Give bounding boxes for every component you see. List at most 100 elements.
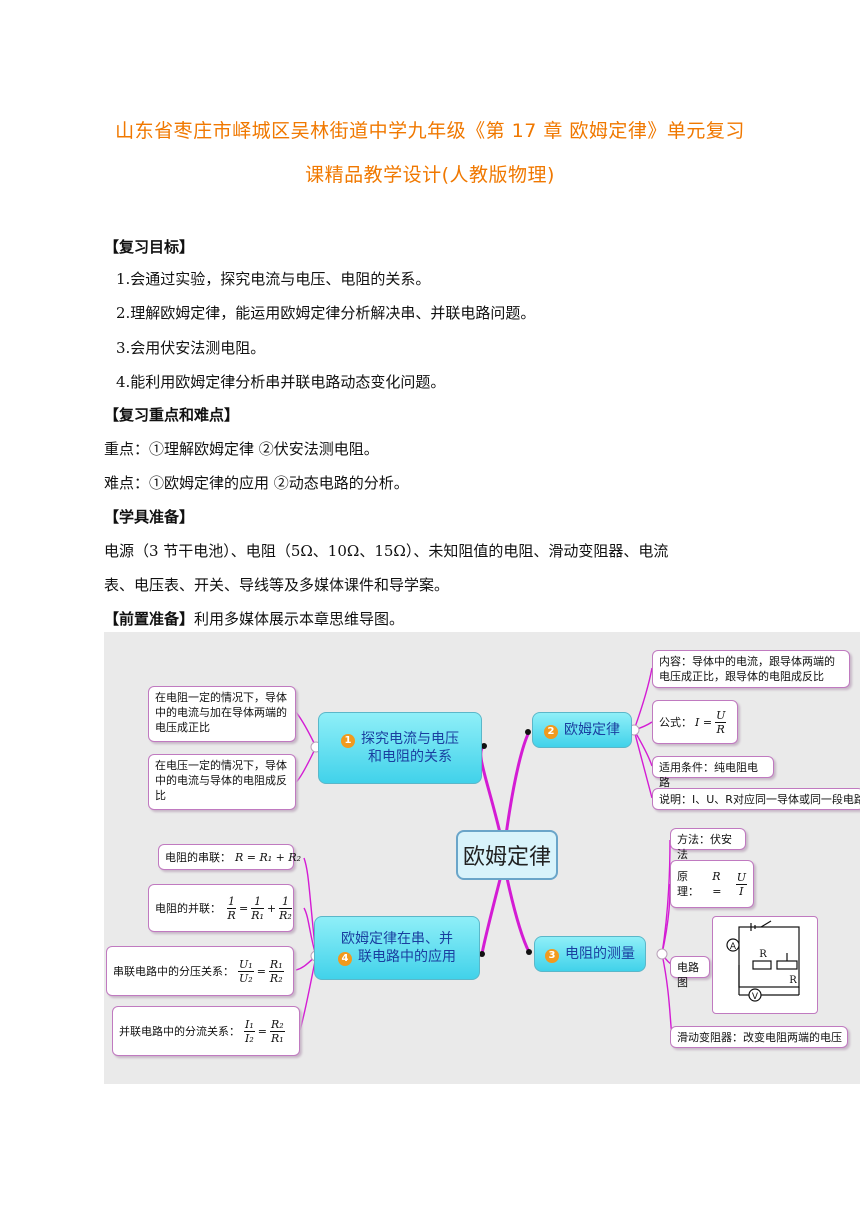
junction-dot (526, 949, 532, 955)
branch2-content: 内容：导体中的电流，跟导体两端的电压成正比，跟导体的电阻成反比 (652, 650, 850, 688)
materials-line: 表、电压表、开关、导线等及多媒体课件和导学案。 (104, 576, 450, 594)
document-title-line1: 山东省枣庄市峄城区吴林街道中学九年级《第 17 章 欧姆定律》单元复习 (115, 120, 745, 142)
junction-dot (525, 729, 531, 735)
fraction-numerator: 1 (251, 895, 264, 909)
equals-sign: = (239, 901, 249, 915)
branch2-label: 欧姆定律 (564, 722, 620, 738)
current-label: 并联电路中的分流关系： (119, 1024, 240, 1038)
circuit-drawing: A V R R (726, 920, 800, 1002)
branch4-node[interactable]: 欧姆定律在串、并 4 联电路中的应用 (314, 916, 480, 980)
preparation-text: 利用多媒体展示本章思维导图。 (194, 610, 405, 628)
fraction-numerator: R₂ (269, 1017, 285, 1032)
connector-branch2-content (633, 667, 653, 731)
objective-item: 2.理解欧姆定律，能运用欧姆定律分析解决串、并联电路问题。 (116, 304, 536, 322)
connector-center-branch3 (502, 862, 531, 954)
connector-branch3-principle (661, 883, 671, 955)
objective-item: 3.会用伏安法测电阻。 (116, 339, 266, 357)
circuit-rheostat-label: R (789, 975, 797, 986)
formula-label: 公式： (659, 715, 692, 729)
circuit-resistor-label: R (759, 949, 767, 960)
branch4-label-line2: 联电路中的应用 (358, 949, 456, 965)
objective-item: 4.能利用欧姆定律分析串并联电路动态变化问题。 (116, 373, 446, 391)
connector-branch1-leaf2 (295, 746, 317, 783)
branch2-node[interactable]: 2 欧姆定律 (532, 712, 632, 748)
branch3-method: 方法：伏安法 (670, 828, 746, 861)
fraction-denominator: R₂ (269, 971, 283, 985)
materials-line: 电源（3 节干电池）、电阻（5Ω、10Ω、15Ω）、未知阻值的电阻、滑动变阻器、… (104, 542, 669, 560)
fraction-denominator: R₁ (270, 1031, 284, 1045)
formula-lhs: I = (695, 715, 713, 729)
branch2-condition: 适用条件：纯电阻电路 (652, 756, 774, 789)
mind-map-center[interactable]: 欧姆定律 (456, 830, 558, 880)
connector-center-branch2 (502, 730, 531, 852)
fraction-denominator: R (227, 908, 236, 922)
fraction-denominator: R₁ (251, 908, 264, 922)
branch3-circuit-label: 电路图 (670, 956, 710, 989)
connector-branch3-method (661, 839, 671, 955)
connector-branch1-leaf1 (295, 711, 317, 748)
keypoint-difficult: 难点：①欧姆定律的应用 ②动态电路的分析。 (104, 474, 409, 492)
branch3-rheostat: 滑动变阻器：改变电阻两端的电压 (670, 1026, 848, 1048)
preparation-line: 【前置准备】利用多媒体展示本章思维导图。 (104, 608, 404, 629)
branch1-label-line2: 和电阻的关系 (368, 749, 452, 765)
fraction-numerator: U (735, 870, 747, 885)
fraction-denominator: I (739, 884, 744, 898)
parallel-label: 电阻的并联： (155, 901, 221, 915)
keypoints-heading: 【复习重点和难点】 (104, 406, 240, 424)
branch3-node[interactable]: 3 电阻的测量 (534, 936, 646, 972)
branch2-note: 说明：I、U、R对应同一导体或同一段电路 (652, 788, 860, 810)
junction-dot (479, 951, 485, 957)
fraction-numerator: R₁ (268, 957, 284, 972)
fraction-denominator: R (716, 722, 725, 736)
circuit-voltmeter-label: V (752, 992, 759, 1002)
branch4-series: 电阻的串联： R = R₁ + R₂ (158, 844, 301, 870)
collapse-dot (656, 948, 668, 960)
series-label: 电阻的串联： (165, 850, 231, 864)
branch-number-badge: 3 (545, 949, 559, 963)
objective-item: 1.会通过实验，探究电流与电压、电阻的关系。 (116, 270, 431, 288)
fraction-numerator: U₁ (238, 957, 254, 972)
equals-sign: = (257, 1024, 267, 1038)
document-title-line2: 课精品教学设计(人教版物理) (305, 164, 555, 186)
fraction-denominator: I₂ (245, 1031, 254, 1045)
circuit-ammeter-label: A (730, 942, 737, 952)
branch4-label-line1: 欧姆定律在串、并 (341, 931, 453, 947)
junction-dot (481, 743, 487, 749)
branch3-label: 电阻的测量 (565, 946, 635, 962)
keypoint-important: 重点：①理解欧姆定律 ②伏安法测电阻。 (104, 440, 379, 458)
connector-branch2-note (633, 729, 653, 799)
branch-number-badge: 2 (544, 725, 558, 739)
fraction-denominator: R₂ (279, 908, 292, 922)
fraction-numerator: 1 (227, 894, 236, 909)
branch-number-badge: 4 (338, 952, 352, 966)
circuit-diagram: A V R R (712, 916, 818, 1014)
plus-sign: + (266, 901, 277, 915)
equals-sign: = (256, 964, 266, 978)
fraction-numerator: 1 (279, 895, 292, 909)
series-formula: R = R₁ + R₂ (235, 850, 302, 864)
fraction-numerator: I₁ (244, 1017, 255, 1032)
fraction-denominator: U₂ (239, 971, 253, 985)
branch1-label-line1: 探究电流与电压 (361, 731, 459, 747)
principle-lhs: R = (712, 870, 722, 898)
preparation-heading: 【前置准备】 (104, 610, 195, 628)
objectives-heading: 【复习目标】 (104, 238, 195, 256)
fraction-numerator: U (715, 708, 727, 723)
principle-label: 原理： (677, 870, 699, 898)
connector-center-branch4 (480, 862, 506, 956)
